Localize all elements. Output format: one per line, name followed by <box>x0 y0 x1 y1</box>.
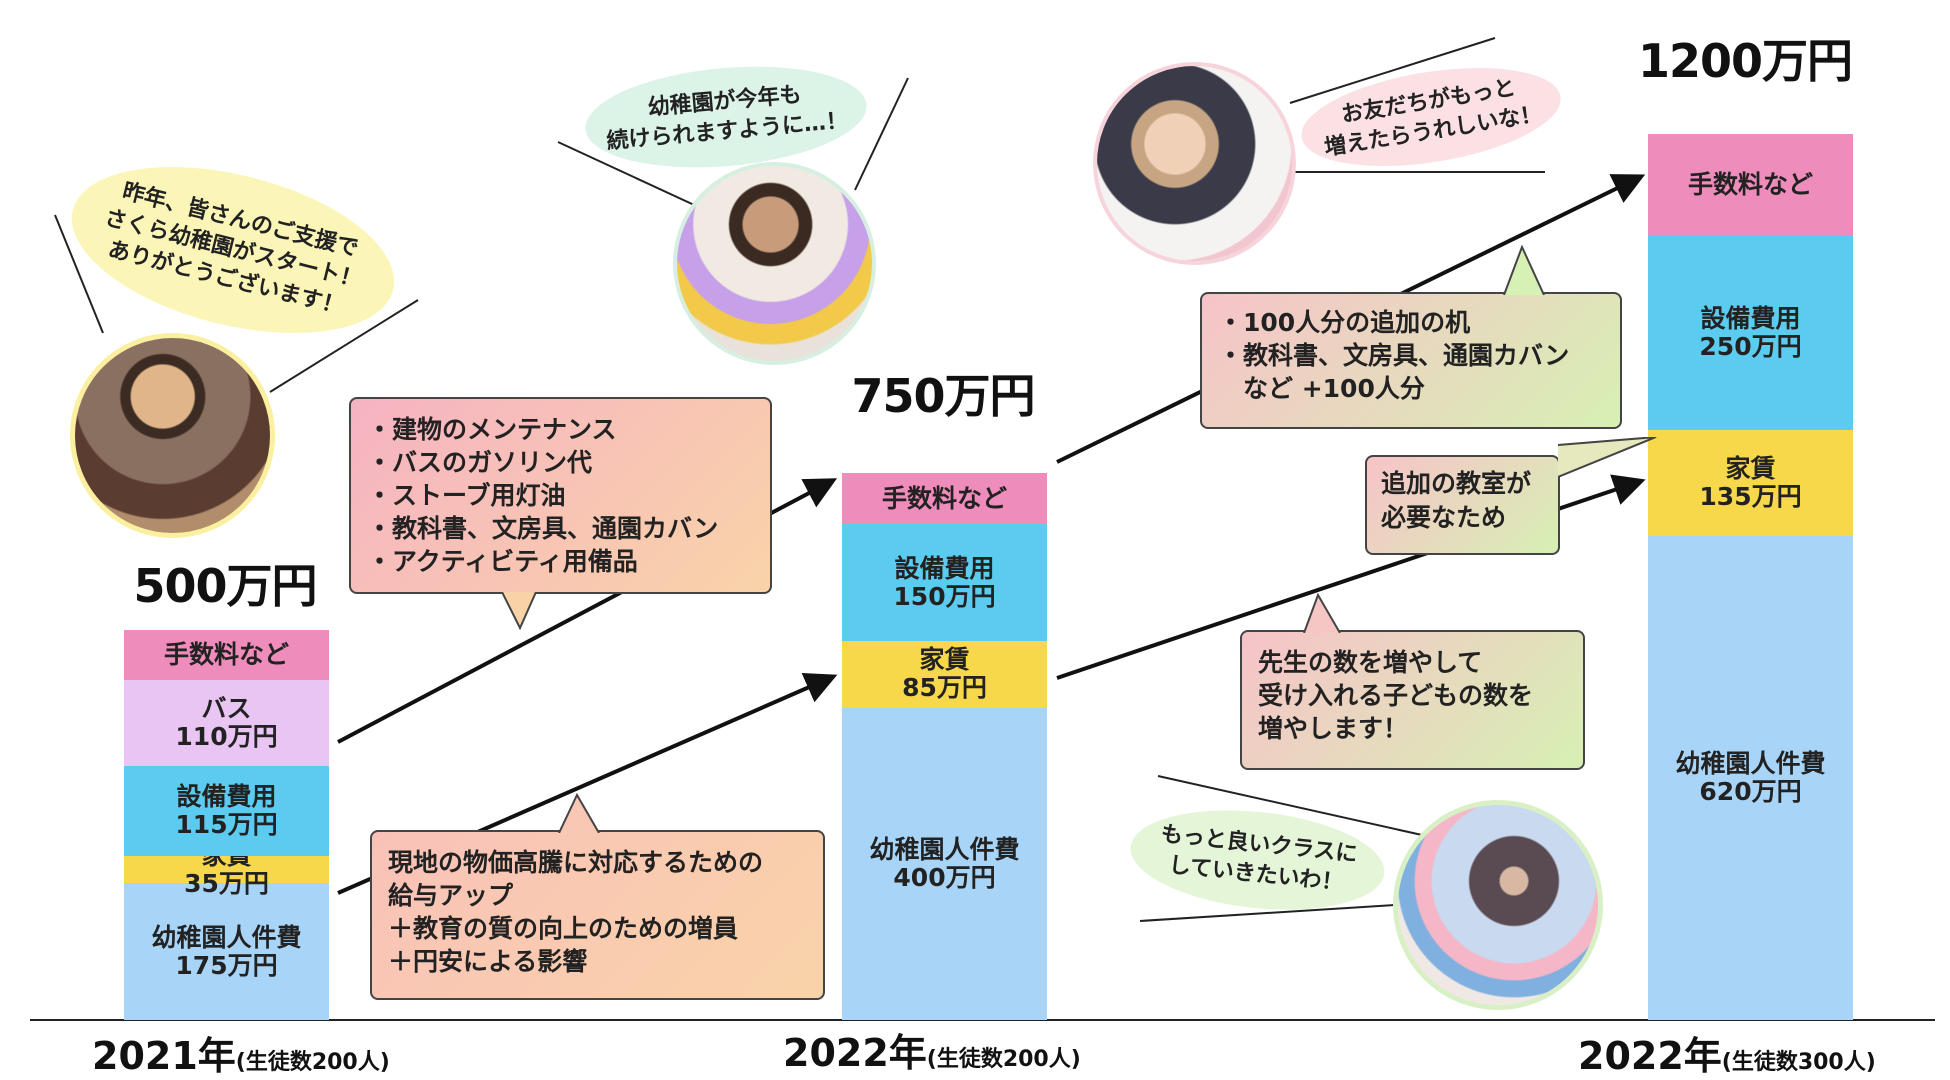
bar-segment-手数料など: 手数料など <box>1648 133 1853 236</box>
segment-label: 手数料など <box>1687 169 1813 199</box>
segment-amount: 150万円 <box>893 581 996 611</box>
box-line: 受け入れる子どもの数を <box>1258 681 1534 710</box>
box-line: ＋教育の質の向上のための増員 <box>388 914 739 943</box>
child-photo-3 <box>1093 62 1296 265</box>
annotation-box-desks: ・100人分の追加の机 ・教科書、文房具、通園カバン など +100人分 <box>1200 292 1622 429</box>
segment-label: 手数料など <box>163 639 289 669</box>
speech-line <box>1157 775 1423 836</box>
year-label-2022-200: 2022年(生徒数200人) <box>783 1022 1081 1077</box>
segment-label: 手数料など <box>881 483 1007 513</box>
child-photo-2 <box>673 162 876 365</box>
box-line: 先生の数を増やして <box>1258 648 1483 677</box>
students-text: (生徒数200人) <box>926 1047 1081 1072</box>
box-line: ＋円安による影響 <box>388 947 588 976</box>
segment-amount: 35万円 <box>184 868 269 898</box>
year-label-2021: 2021年(生徒数200人) <box>92 1025 390 1080</box>
box-line: 増やします！ <box>1258 714 1409 743</box>
students-text: (生徒数200人) <box>235 1050 390 1075</box>
segment-amount: 620万円 <box>1699 776 1802 806</box>
year-text: 2022年 <box>783 1031 927 1075</box>
segment-label: 幼稚園人件費 <box>1675 748 1826 778</box>
box-line: ・バスのガソリン代 <box>367 448 593 477</box>
segment-label: 幼稚園人件費 <box>869 834 1020 864</box>
box-line: など +100人分 <box>1218 374 1425 403</box>
segment-label: 設備費用 <box>894 553 995 583</box>
segment-amount: 85万円 <box>902 673 987 703</box>
segment-amount: 250万円 <box>1699 331 1802 361</box>
segment-label: 幼稚園人件費 <box>151 922 302 952</box>
speech-line <box>1289 37 1496 104</box>
box-pointer <box>558 793 600 833</box>
segment-label: 設備費用 <box>1700 303 1801 333</box>
bar-segment-手数料など: 手数料など <box>842 473 1047 525</box>
speech-line <box>269 299 419 393</box>
segment-amount: 115万円 <box>175 810 278 840</box>
segment-amount: 400万円 <box>893 862 996 892</box>
segment-amount: 110万円 <box>175 722 278 752</box>
year-label-2022-300: 2022年(生徒数300人) <box>1578 1025 1876 1080</box>
box-line: ・建物のメンテナンス <box>367 415 617 444</box>
box-line: ・アクティビティ用備品 <box>367 547 638 576</box>
year-text: 2021年 <box>92 1034 236 1078</box>
segment-amount: 135万円 <box>1699 482 1802 512</box>
box-line: ・教科書、文房具、通園カバン <box>1218 341 1570 370</box>
annotation-box-salary: 現地の物価高騰に対応するための 給与アップ ＋教育の質の向上のための増員 ＋円安… <box>370 830 825 1000</box>
year-text: 2022年 <box>1578 1034 1722 1078</box>
bar-segment-手数料など: 手数料など <box>124 629 329 681</box>
total-label-2022-200: 750万円 <box>851 369 1035 423</box>
box-line: 追加の教室が <box>1381 469 1532 498</box>
box-line: ・100人分の追加の机 <box>1218 308 1471 337</box>
annotation-box-equipment-2021: ・建物のメンテナンス ・バスのガソリン代 ・ストーブ用灯油 ・教科書、文房具、通… <box>349 397 772 594</box>
speech-line <box>54 214 104 334</box>
box-pointer <box>1303 593 1341 633</box>
speech-line <box>557 141 706 211</box>
box-pointer <box>1503 245 1545 295</box>
total-label-2021: 500万円 <box>133 559 317 613</box>
box-line: ・ストーブ用灯油 <box>367 481 566 510</box>
box-pointer <box>1558 437 1657 478</box>
bar-segment-家賃: 家賃35万円 <box>124 841 329 897</box>
box-line: 必要なため <box>1381 503 1507 532</box>
segment-label: 家賃 <box>919 645 970 675</box>
child-photo-1 <box>70 333 275 538</box>
annotation-box-teachers: 先生の数を増やして 受け入れる子どもの数を 増やします！ <box>1240 630 1585 770</box>
box-line: ・教科書、文房具、通園カバン <box>367 514 719 543</box>
box-line: 現地の物価高騰に対応するための <box>388 848 764 877</box>
segment-amount: 175万円 <box>175 950 278 980</box>
segment-label: バス <box>201 694 252 724</box>
box-line: 給与アップ <box>388 881 514 910</box>
annotation-box-classroom: 追加の教室が 必要なため <box>1365 455 1560 555</box>
segment-label: 家賃 <box>1725 454 1776 484</box>
segment-label: 設備費用 <box>176 782 277 812</box>
total-label-2022-300: 1200万円 <box>1637 34 1853 88</box>
teacher-classroom-photo <box>1393 800 1603 1010</box>
speech-line <box>854 77 909 191</box>
students-text: (生徒数300人) <box>1721 1050 1876 1075</box>
speech-line <box>1139 904 1396 922</box>
box-pointer <box>501 592 537 631</box>
